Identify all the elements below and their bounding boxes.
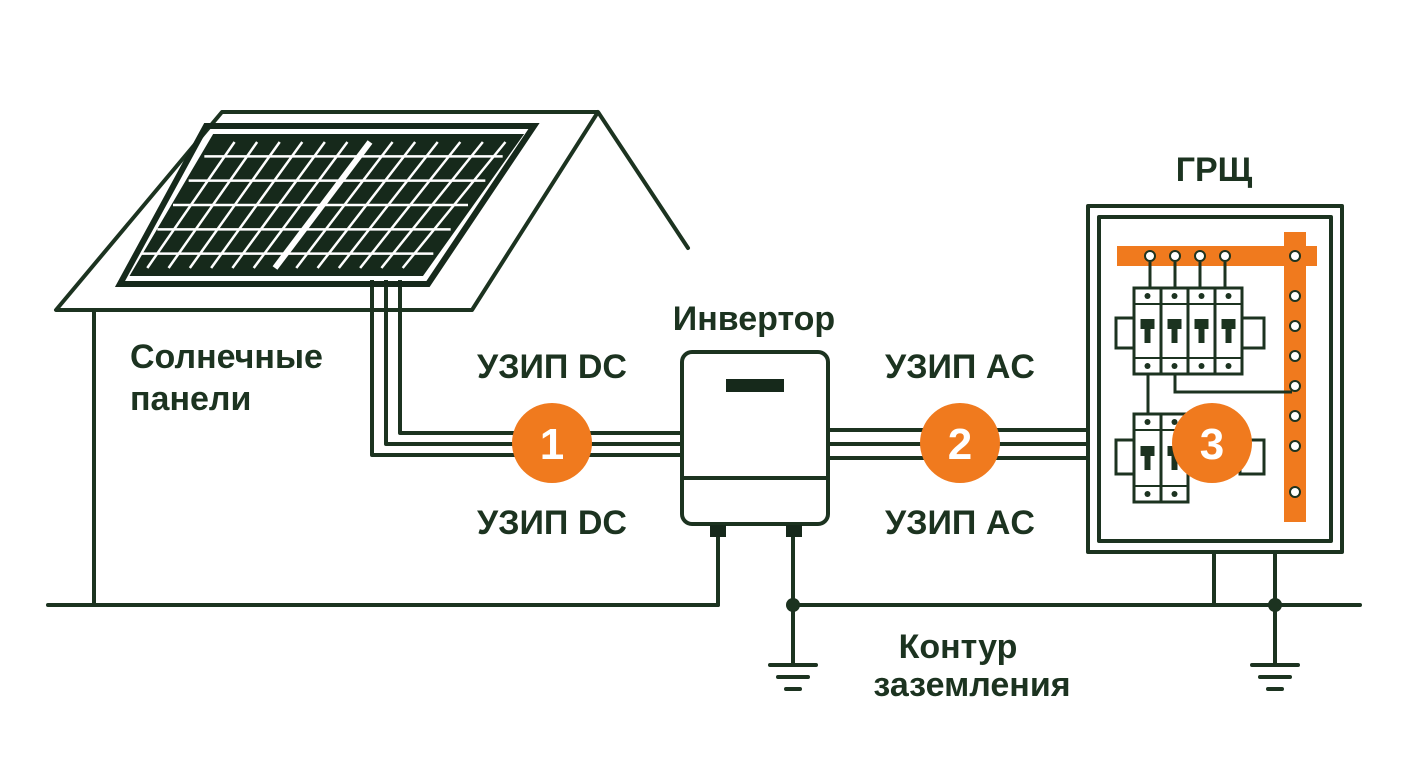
breaker [1186,286,1217,376]
cell-gridline [231,141,326,269]
inverter-terminal-left [710,525,726,537]
busbar-hole [1144,250,1156,262]
breaker [1159,286,1190,376]
spd-ac-label-bottom: УЗИП AC [885,504,1035,542]
busbars [1117,232,1317,522]
breaker-rail-left [1114,316,1136,350]
inverter-label: Инвертор [673,300,835,338]
breaker [1132,286,1163,376]
inverter-display [726,379,784,392]
panel-board-label: ГРЩ [1176,151,1253,189]
busbar-hole [1289,440,1301,452]
marker-2-label: 2 [948,420,972,469]
panel-divider [272,140,373,270]
cell-gridline [167,141,259,269]
breaker-rail-right [1238,316,1266,350]
busbar-hole [1289,410,1301,422]
solar-panel [114,123,540,287]
spd-ac-label-top: УЗИП AC [885,348,1035,386]
cell-gridline [146,141,236,269]
cell-gridline [359,141,462,269]
cell-gridline [337,141,439,269]
house [54,110,690,607]
cell-gridline [210,141,304,269]
spd-dc-label-top: УЗИП DC [477,348,627,386]
ground-symbol [768,663,818,691]
junction-dot [1268,598,1282,612]
panel-frame-inner [122,130,532,280]
ground-line [46,470,1362,667]
cell-gridline [316,141,417,269]
busbar-hole [1289,350,1301,362]
busbar-hole [1289,320,1301,332]
breaker [1213,286,1244,376]
busbar-hole [1194,250,1206,262]
junction-dot [786,598,800,612]
cell-gridline [252,141,349,269]
busbar-hole [1289,290,1301,302]
solar-label-line1: Солнечные [130,338,323,376]
marker-1-label: 1 [540,420,564,469]
inverter-unit [680,350,830,526]
marker-3-label: 3 [1200,420,1224,469]
cell-gridline [295,141,394,269]
ground-symbol [1250,663,1300,691]
ground-label-line1: Контур [899,628,1018,666]
busbar-hole [1289,486,1301,498]
cell-gridline [380,141,484,269]
spd-dc-label-bottom: УЗИП DC [477,504,627,542]
breaker [1132,412,1163,504]
breaker-rail-left [1114,438,1136,476]
breaker-group [1114,262,1292,504]
marker-3: 3 [1172,403,1252,483]
ground-label-line2: заземления [873,666,1070,704]
marker-2: 2 [920,403,1000,483]
busbar-hole [1289,250,1301,262]
busbar-hole [1219,250,1231,262]
inverter-terminal-right [786,525,802,537]
panel-frame-outer [114,123,540,287]
solar-label-line2: панели [130,380,251,418]
busbar-hole [1289,380,1301,392]
solar-cells [114,123,540,287]
cell-gridline [401,141,507,269]
marker-1: 1 [512,403,592,483]
cell-gridline [188,141,281,269]
busbar-hole [1169,250,1181,262]
